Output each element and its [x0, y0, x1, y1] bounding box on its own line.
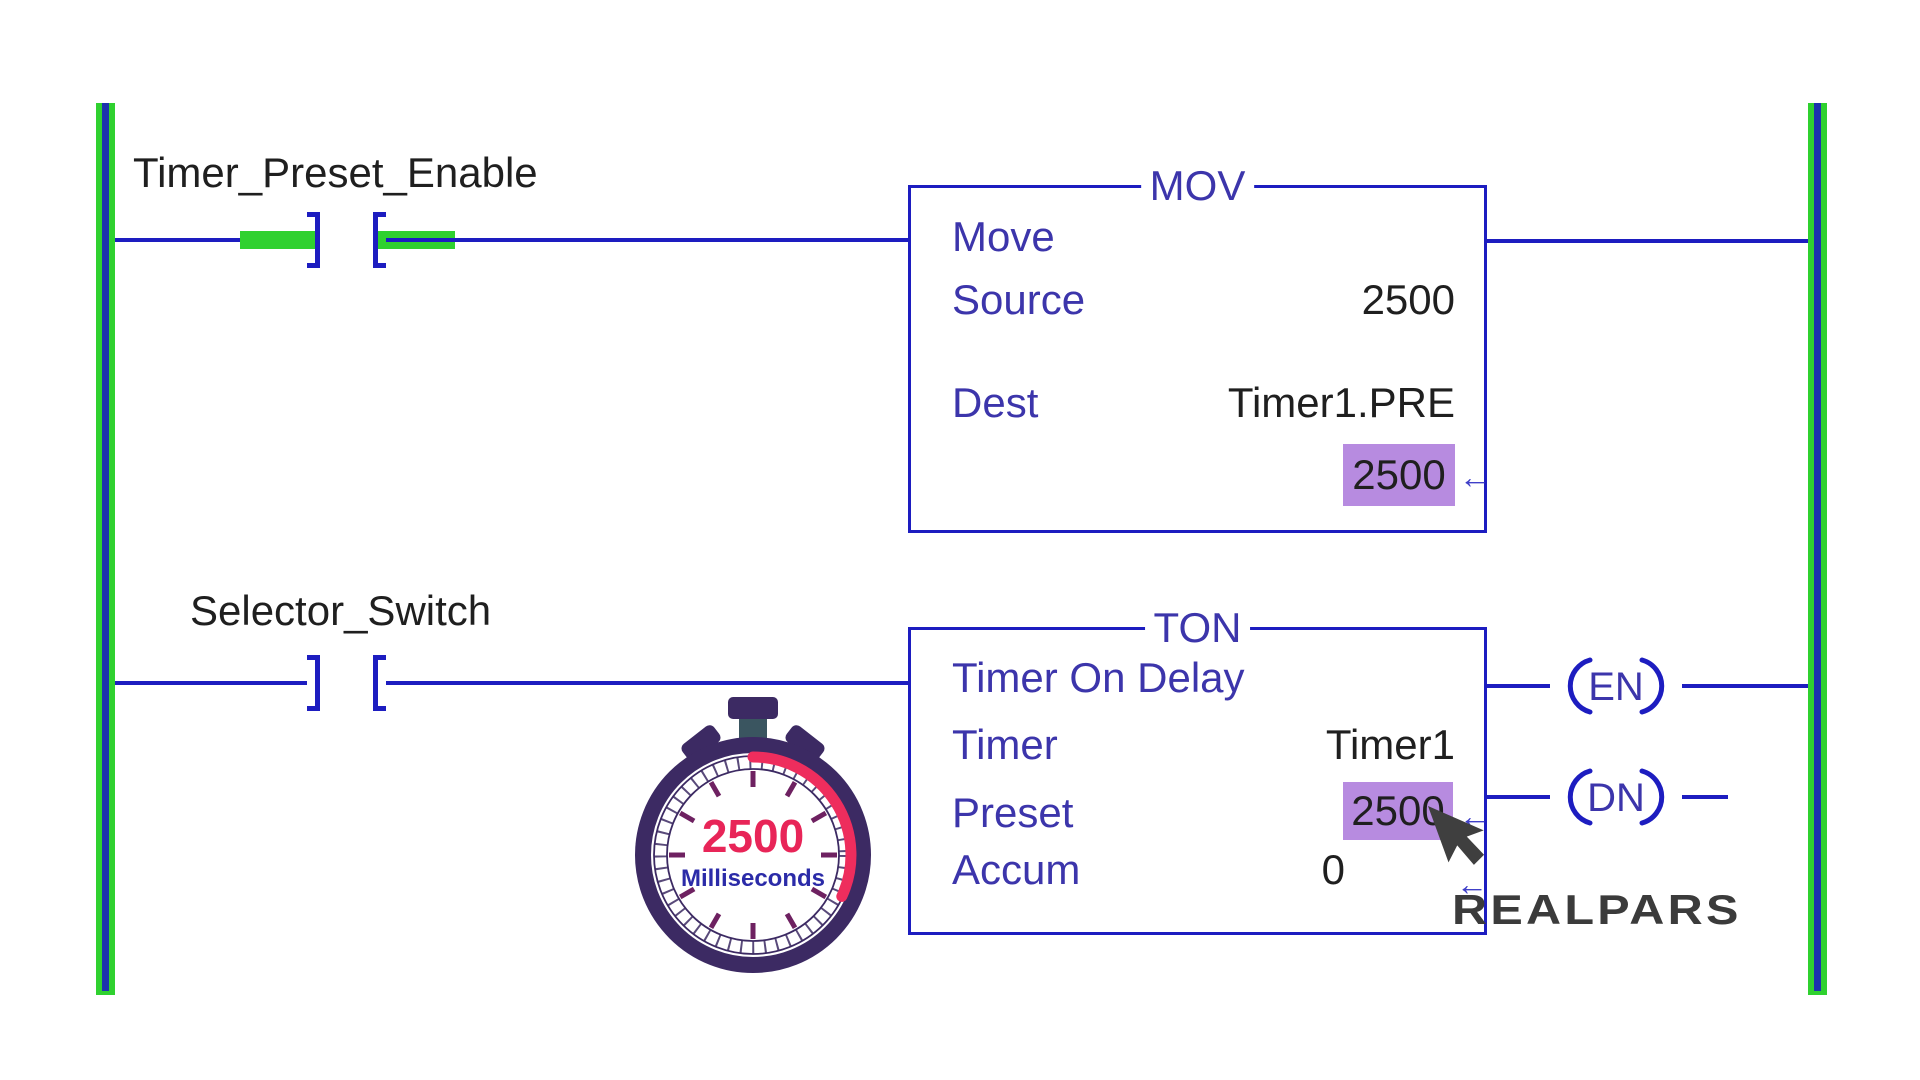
- contact-tag-selector-switch[interactable]: Selector_Switch: [190, 587, 492, 634]
- mov-operation-label: Move: [952, 213, 1055, 260]
- contact-bracket-left: [307, 212, 320, 268]
- dn-coil-wire-in: [1487, 795, 1550, 799]
- stopwatch-value: 2500: [702, 810, 804, 862]
- dn-coil[interactable]: DN: [1548, 768, 1684, 826]
- stopwatch-bezel: [635, 737, 871, 973]
- realpars-logo: REALPARS: [1452, 886, 1742, 934]
- stopwatch-right-button: [785, 725, 825, 761]
- contact-tag-timer-preset-enable[interactable]: Timer_Preset_Enable: [133, 149, 538, 196]
- mov-block-title: MOV: [1140, 161, 1255, 211]
- stopwatch-illustration: 2500 Milliseconds: [635, 697, 871, 973]
- dn-coil-wire-stub: [1682, 795, 1728, 799]
- left-power-rail-stripe: [102, 103, 109, 991]
- rung1-wire-right: [386, 238, 908, 242]
- ton-timer-tag[interactable]: Timer1: [1325, 721, 1455, 768]
- rung1-wire-left: [115, 238, 307, 242]
- stopwatch-major-ticks: [669, 771, 837, 939]
- ton-preset-label: Preset: [952, 789, 1074, 836]
- mov-dest-current-value-highlighted[interactable]: 2500: [1343, 444, 1455, 506]
- coil-arc-right: [1639, 657, 1665, 715]
- stopwatch-unit: Milliseconds: [681, 865, 825, 892]
- rung2-wire-left: [115, 681, 307, 685]
- stopwatch-elapsed-arc: [747, 751, 857, 902]
- contact-bracket-right: [373, 655, 386, 711]
- rung2-wire-right: [386, 681, 908, 685]
- ton-accum-label: Accum: [952, 846, 1081, 893]
- mov-dest-label: Dest: [952, 379, 1039, 426]
- en-coil-label: EN: [1588, 665, 1644, 709]
- contact-bracket-left: [307, 655, 320, 711]
- mouse-cursor-icon: [1428, 806, 1485, 865]
- mov-source-value[interactable]: 2500: [1361, 276, 1455, 323]
- stopwatch-crown-cap: [728, 697, 778, 719]
- mov-edit-arrow-icon: ←: [1459, 459, 1491, 495]
- ton-block-title: TON: [1144, 603, 1251, 653]
- contact-energized-highlight-left: [240, 231, 318, 249]
- en-coil[interactable]: EN: [1548, 657, 1684, 715]
- ton-instruction-block[interactable]: TON: [908, 603, 1487, 935]
- contact-bracket-right: [373, 212, 386, 268]
- rung1-output-wire: [1487, 239, 1808, 243]
- ton-edit-arrow-below-icon: ←: [1456, 866, 1488, 902]
- en-coil-wire-in: [1487, 684, 1550, 688]
- stopwatch-left-button: [681, 725, 721, 761]
- right-power-rail: [1808, 103, 1827, 995]
- stopwatch-band-outline-inner: [666, 768, 840, 942]
- mov-source-label: Source: [952, 276, 1086, 323]
- dn-coil-label: DN: [1587, 776, 1645, 820]
- mov-dest-tag[interactable]: Timer1.PRE: [1227, 379, 1455, 426]
- mov-instruction-block[interactable]: MOV: [908, 161, 1487, 533]
- right-power-rail-stripe: [1814, 103, 1821, 991]
- en-coil-wire-out: [1682, 684, 1808, 688]
- ton-timer-label: Timer: [952, 721, 1058, 768]
- ton-operation-label: Timer On Delay: [952, 654, 1245, 701]
- coil-arc-left: [1567, 768, 1593, 826]
- coil-arc-right: [1639, 768, 1665, 826]
- coil-arc-left: [1567, 657, 1593, 715]
- left-power-rail: [96, 103, 115, 995]
- ton-accum-value[interactable]: 0: [1321, 846, 1345, 893]
